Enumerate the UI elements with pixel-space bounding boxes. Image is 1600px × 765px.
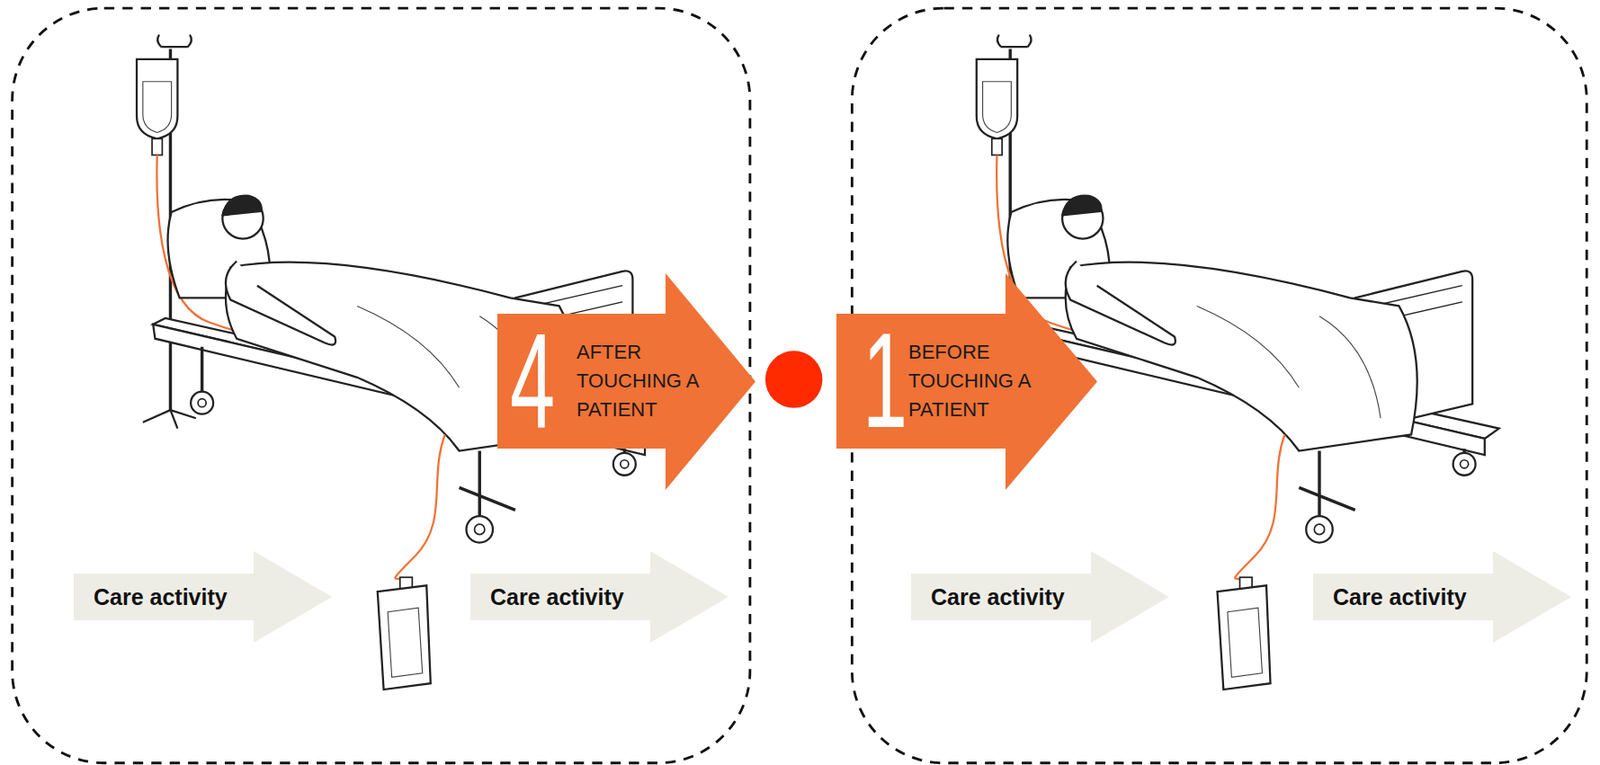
arrow-polygon	[911, 551, 1170, 644]
patient-zone	[851, 8, 1587, 764]
activity-label: Care activity	[1332, 581, 1549, 614]
activity-label: Care activity	[93, 581, 310, 614]
care-activity-arrow: Care activity	[73, 551, 332, 644]
hand-hygiene-dot	[765, 350, 823, 409]
care-activity-arrow: Care activity	[470, 551, 729, 644]
moment-number: 1	[862, 312, 908, 448]
activity-label: Care activity	[930, 581, 1147, 614]
patient-zone	[12, 8, 751, 764]
activity-label: Care activity	[490, 581, 707, 614]
arrow-polygon	[73, 551, 332, 644]
moment-number: 4	[509, 312, 555, 448]
care-activity-arrow: Care activity	[1313, 551, 1572, 644]
moment-label: BEFORE TOUCHING A PATIENT	[908, 338, 1035, 425]
arrow-polygon	[497, 273, 756, 491]
arrow-polygon	[836, 273, 1098, 491]
moment-arrow: 4AFTER TOUCHING A PATIENT	[497, 273, 756, 491]
moment-label: AFTER TOUCHING A PATIENT	[576, 338, 703, 425]
arrow-polygon	[1313, 551, 1572, 644]
arrow-polygon	[470, 551, 729, 644]
moment-arrow: 1BEFORE TOUCHING A PATIENT	[836, 273, 1098, 491]
care-activity-arrow: Care activity	[911, 551, 1170, 644]
